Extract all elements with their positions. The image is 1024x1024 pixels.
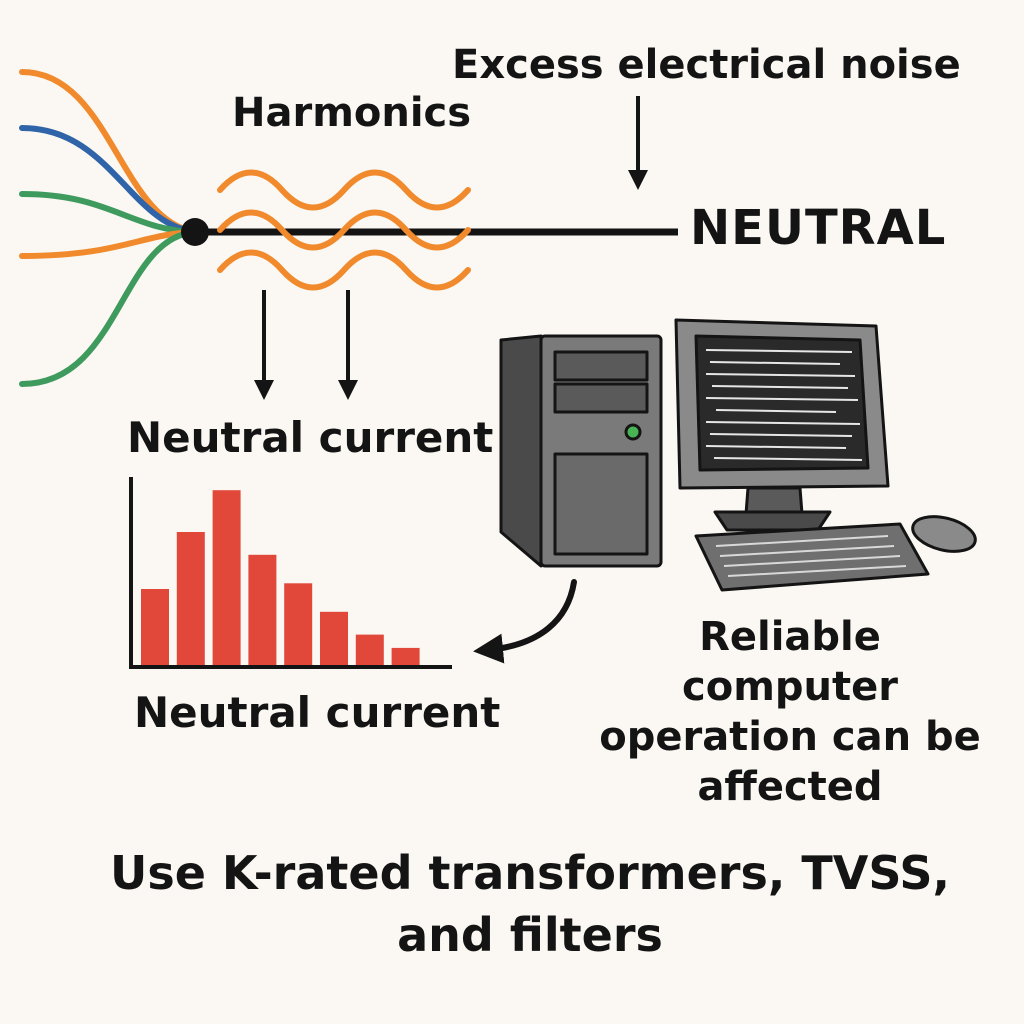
curved-arrow-icon xyxy=(473,579,577,664)
phase-wire-green-mid xyxy=(19,191,198,235)
excess-noise-label: Excess electrical noise xyxy=(452,42,961,88)
neutral-current-chart xyxy=(129,477,452,669)
tower-front-panel xyxy=(553,452,649,556)
monitor-stand xyxy=(744,486,804,516)
tower-side xyxy=(499,334,543,568)
reliable-operation-text: Reliable computer operation can be affec… xyxy=(599,614,981,810)
chart-bar-6 xyxy=(320,611,348,665)
recommendation-text: Use K-rated transformers, TVSS, and filt… xyxy=(109,846,951,962)
monitor-base xyxy=(713,510,832,532)
harmonics-label: Harmonics xyxy=(232,90,472,136)
tower-drive-bay-2 xyxy=(553,382,649,414)
screen-noise-lines xyxy=(705,349,863,461)
chart-bar-7 xyxy=(355,634,384,665)
keyboard-body xyxy=(694,522,930,592)
mouse-icon xyxy=(911,515,977,553)
neutral-current-label-top: Neutral current xyxy=(127,413,494,462)
chart-bar-4 xyxy=(248,554,277,665)
computer-tower-icon xyxy=(499,334,663,568)
harmonic-wave-2 xyxy=(217,209,471,251)
harmonic-wave-3 xyxy=(217,249,471,291)
chart-bar-8 xyxy=(391,647,420,665)
tower-drive-bay-1 xyxy=(553,350,649,382)
monitor-screen xyxy=(694,334,870,472)
keyboard-keys xyxy=(715,535,907,577)
phase-wire-green-low xyxy=(19,229,198,387)
neutral-current-label-bottom: Neutral current xyxy=(134,688,501,737)
phase-wires xyxy=(19,69,198,387)
chart-bar-3 xyxy=(212,490,241,665)
keyboard-icon xyxy=(694,522,930,592)
chart-bar-1 xyxy=(141,589,169,665)
neutral-label: NEUTRAL xyxy=(690,200,947,256)
harmonic-wave-1 xyxy=(217,169,471,211)
chart-bar-2 xyxy=(176,532,205,665)
junction-dot-icon xyxy=(181,218,209,246)
harmonic-waves xyxy=(217,169,471,291)
phase-wire-blue xyxy=(19,125,198,235)
power-led-icon xyxy=(624,423,642,441)
chart-bars xyxy=(141,490,420,665)
chart-bar-5 xyxy=(284,583,313,665)
monitor-icon xyxy=(674,318,890,532)
